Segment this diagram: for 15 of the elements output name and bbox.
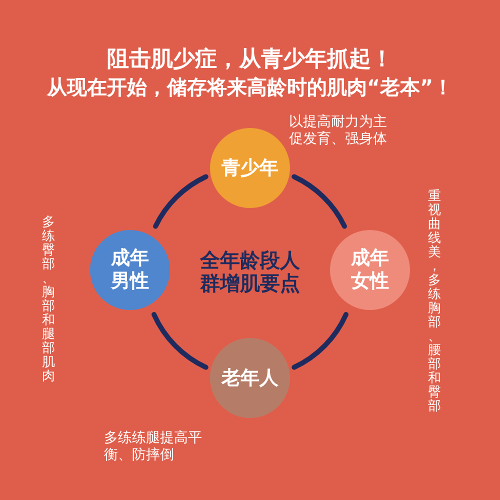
subtitle: 从现在开始，储存将来高龄时的肌肉“老本”！ [46,74,454,101]
note-text: 多练练腿提高平衡、防摔倒 [104,430,203,464]
node-label: 成年女性 [350,247,390,293]
arc-connector [292,312,348,370]
center-title: 全年龄段人群增肌要点 [198,249,301,295]
node-label: 成年男性 [110,247,150,293]
arc-connector [152,312,208,370]
node-label: 老年人 [220,366,280,390]
note-text: 多练臀部、胸部和腿部肌肉 [42,216,56,384]
arc-connector [292,174,347,229]
arc-connector [153,174,208,229]
title: 阻击肌少症，从青少年抓起！ [106,46,394,74]
node-label: 青少年 [220,156,280,180]
note-text: 以提高耐力为主促发育、强身体 [288,114,388,148]
note-text: 重视曲线美，多练胸部、腰部和臀部 [428,190,442,414]
